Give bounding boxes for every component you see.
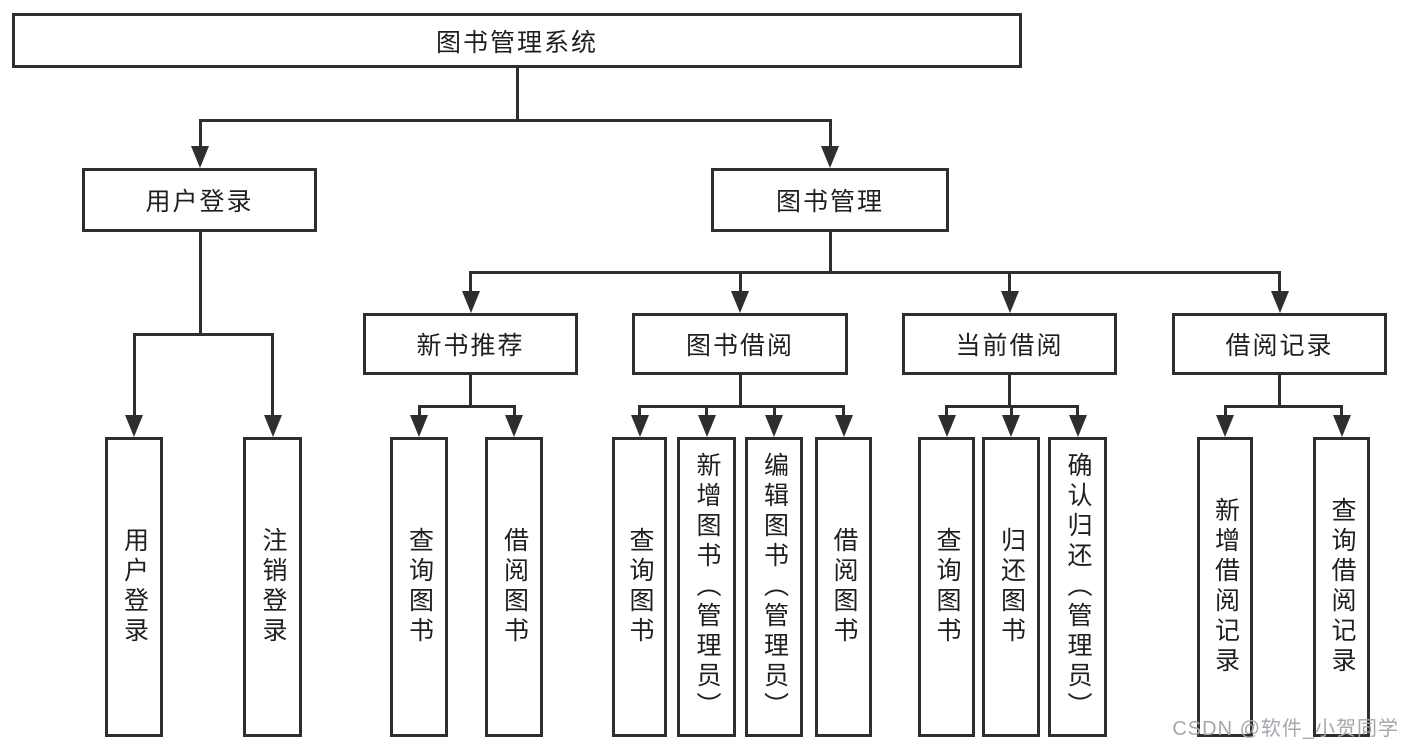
arrowhead-down-icon [821,146,839,168]
leaf-return-books: 归还图书 [982,437,1040,737]
leaf-current-query-books: 查询图书 [918,437,975,737]
node-label: 图书管理 [775,188,884,216]
node-label: 注销登录 [259,527,287,647]
connector-drop [132,334,136,429]
connector-drop [198,120,202,160]
arrowhead-down-icon [731,291,749,313]
connector-stem [469,375,472,406]
node-root: 图书管理系统 [12,13,1022,68]
arrowhead-down-icon [191,146,209,168]
arrowhead-down-icon [263,415,282,437]
arrowhead-down-icon [630,415,649,437]
connector-rail [198,118,832,122]
node-label: 用户登录 [120,527,149,647]
connector-stem [1278,375,1281,406]
arrowhead-down-icon [1216,415,1234,437]
node-label: 新增图书（管理员） [693,452,721,722]
leaf-borrowing-query-books: 查询图书 [612,437,667,737]
node-label: 借阅图书 [500,527,529,647]
node-label: 当前借阅 [955,332,1064,360]
node-label: 借阅记录 [1225,332,1334,360]
arrowhead-down-icon [937,415,956,437]
leaf-confirm-return-admin: 确认归还（管理员） [1048,437,1107,737]
node-borrowing-records: 借阅记录 [1172,313,1387,375]
node-new-book-recommend: 新书推荐 [363,313,578,375]
connector-rail [417,404,516,408]
connector-drop [738,272,742,305]
arrowhead-down-icon [697,415,716,437]
connector-rail [469,270,1281,274]
arrowhead-down-icon [1000,291,1019,313]
leaf-recommend-query-books: 查询图书 [390,437,448,737]
node-label: 借阅图书 [830,527,858,647]
connector-drop [828,120,832,160]
connector-drop [469,272,472,305]
node-label: 查询图书 [405,527,434,647]
connector-drop [271,334,274,429]
leaf-logout: 注销登录 [243,437,302,737]
node-label: 确认归还（管理员） [1064,452,1092,722]
node-label: 用户登录 [145,188,254,216]
node-label: 编辑图书（管理员） [760,452,789,722]
leaf-user-login: 用户登录 [105,437,163,737]
arrowhead-down-icon [834,415,853,437]
node-label: 查询图书 [626,527,654,647]
node-user-login: 用户登录 [82,168,317,232]
leaf-recommend-borrow-books: 借阅图书 [485,437,543,737]
arrowhead-down-icon [505,415,523,437]
node-current-borrowing: 当前借阅 [902,313,1117,375]
leaf-query-borrow-record: 查询借阅记录 [1313,437,1370,737]
connector-stem [1008,375,1011,406]
node-label: 新增借阅记录 [1211,497,1240,677]
leaf-add-borrow-record: 新增借阅记录 [1197,437,1253,737]
arrowhead-down-icon [461,291,480,313]
connector-stem [515,68,519,120]
arrowhead-down-icon [125,415,143,437]
csdn-watermark: CSDN @软件_小贺同学 [1172,718,1399,740]
arrowhead-down-icon [765,415,783,437]
node-label: 图书管理系统 [435,28,598,57]
arrowhead-down-icon [1068,415,1087,437]
node-label: 新书推荐 [416,332,525,360]
leaf-add-books-admin: 新增图书（管理员） [677,437,736,737]
node-label: 归还图书 [997,527,1026,647]
node-label: 查询借阅记录 [1328,497,1356,677]
leaf-borrowing-borrow-books: 借阅图书 [815,437,872,737]
connector-stem [828,232,832,272]
connector-drop [1278,272,1281,305]
node-book-borrowing: 图书借阅 [632,313,848,375]
arrowhead-down-icon [410,415,428,437]
node-label: 查询图书 [933,527,961,647]
node-book-management: 图书管理 [711,168,949,232]
connector-rail [638,404,845,408]
connector-rail [132,332,274,336]
connector-drop [1008,272,1011,305]
arrowhead-down-icon [1332,415,1351,437]
connector-rail [1223,404,1343,408]
arrowhead-down-icon [1002,415,1020,437]
arrowhead-down-icon [1270,291,1289,313]
connector-stem [198,232,202,334]
node-label: 图书借阅 [685,332,794,360]
connector-stem [738,375,742,406]
leaf-edit-books-admin: 编辑图书（管理员） [745,437,803,737]
